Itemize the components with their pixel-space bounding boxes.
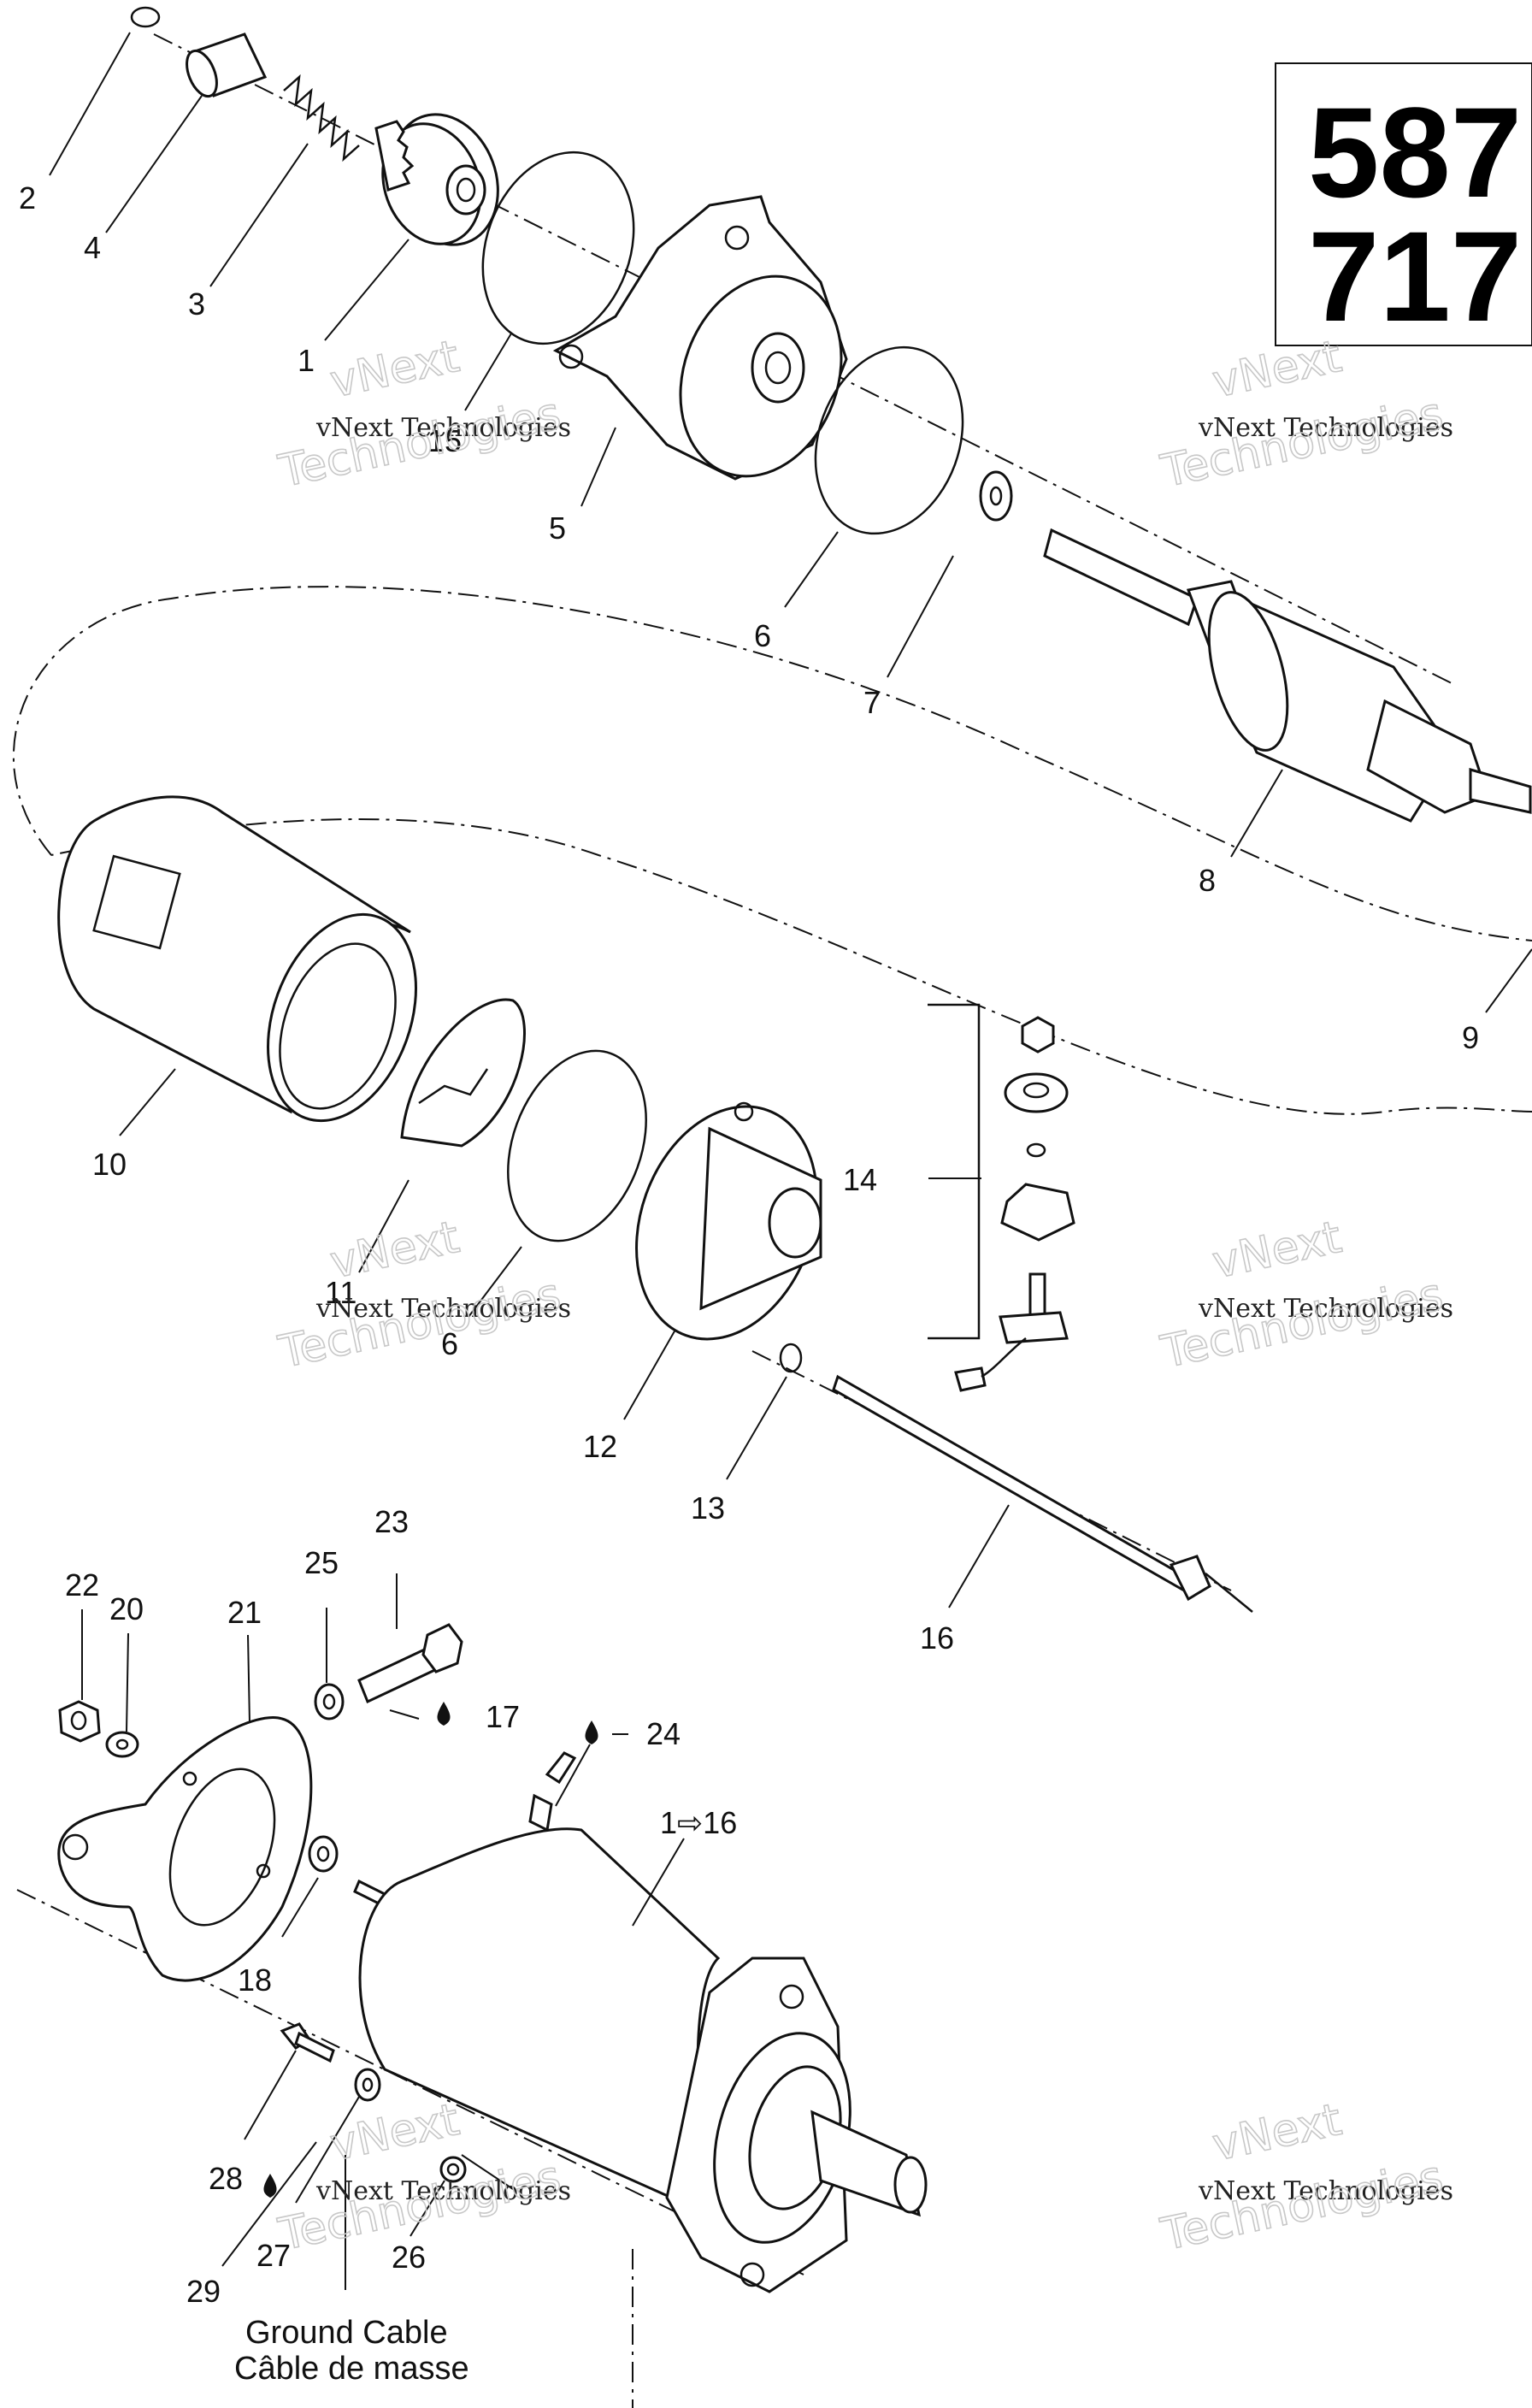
part-20-washer [105, 1731, 139, 1758]
callouts: 2 4 3 1 15 5 6 7 8 9 10 11 6 12 13 14 16… [19, 180, 1479, 2309]
part-21-bracket [57, 1716, 313, 1982]
part-27-washer [354, 2068, 381, 2102]
callout-24: 24 [646, 1716, 681, 1751]
callout-8: 8 [1199, 863, 1216, 898]
callout-20: 20 [109, 1591, 144, 1626]
watermark-1: vNext vNext Technologies Technologies [274, 330, 571, 499]
drop-icon [585, 1720, 598, 1744]
watermark-3: vNext vNext Technologies Technologies [274, 1211, 571, 1379]
callout-15: 15 [427, 423, 462, 458]
watermark-text: vNext [326, 1212, 463, 1289]
part-28-screw [280, 2022, 335, 2063]
armature-group-boundary [12, 586, 1532, 1115]
callout-21: 21 [227, 1595, 262, 1630]
leader-lines [49, 32, 1532, 2290]
engine-number-717: 717 [1308, 204, 1522, 348]
part-7-washer [979, 470, 1013, 522]
watermark-4: vNext vNext Technologies Technologies [1156, 1211, 1453, 1379]
part-6-o-ring-front [814, 345, 964, 535]
callout-29: 29 [186, 2274, 221, 2309]
callout-6-rear: 6 [441, 1326, 458, 1361]
part-26-lock-washer [439, 2156, 467, 2183]
engine-number-587: 587 [1308, 80, 1522, 224]
watermark-text: vNext [1208, 2094, 1346, 2171]
callout-3: 3 [188, 286, 205, 322]
sealant-drop-icons [263, 1702, 598, 2198]
callout-27: 27 [256, 2238, 291, 2273]
callout-10: 10 [92, 1147, 127, 1182]
callout-1: 1 [298, 343, 315, 378]
callout-assembly-range: 1⇨16 [660, 1805, 737, 1840]
watermark-text: vNext Technologies [1198, 2176, 1453, 2206]
ground-cable-caption: Ground Cable Câble de masse [234, 2315, 469, 2387]
callout-13: 13 [691, 1490, 725, 1526]
callout-12: 12 [583, 1429, 617, 1464]
callout-28: 28 [209, 2161, 243, 2196]
watermark-text: vNext [1208, 1212, 1346, 1289]
part-10-yoke [57, 795, 417, 1123]
watermark-text: vNext [1208, 331, 1346, 408]
part-3-spring [283, 74, 360, 162]
watermark-text: Technologies [274, 1269, 565, 1378]
part-12-end-cover [635, 1101, 822, 1341]
watermark-2: vNext vNext Technologies Technologies [1156, 330, 1453, 499]
part-5-drive-housing [552, 195, 848, 481]
callout-6-front: 6 [754, 618, 771, 653]
caption-english: Ground Cable [245, 2315, 448, 2351]
watermark-text: vNext Technologies [315, 2176, 571, 2206]
part-23-bolt [357, 1623, 463, 1704]
part-13-o-ring [779, 1343, 803, 1373]
drop-icon [263, 2174, 277, 2198]
part-16-through-bolt [832, 1374, 1253, 1613]
watermark-text: Technologies [1157, 2151, 1447, 2261]
callout-25: 25 [304, 1545, 339, 1580]
callout-23: 23 [374, 1504, 409, 1539]
part-2-o-ring [130, 6, 161, 28]
callout-4: 4 [84, 230, 101, 265]
engine-number-box: 587 717 [1275, 62, 1532, 348]
part-22-nut [58, 1700, 101, 1743]
callout-17: 17 [486, 1699, 520, 1734]
part-14-brush-kit [928, 1003, 1075, 1392]
callout-26: 26 [392, 2240, 426, 2275]
watermark-text: vNext [326, 331, 463, 408]
watermark-text: Technologies [1157, 1269, 1447, 1378]
starter-assembly [353, 1751, 928, 2293]
part-4-bushing [186, 32, 268, 98]
watermark-text: vNext Technologies [1198, 413, 1453, 443]
part-11-brush-plate [400, 998, 526, 1148]
callout-11: 11 [325, 1275, 356, 1310]
watermark-text: Technologies [274, 388, 565, 498]
part-18-washer [308, 1835, 339, 1873]
part-8-armature [1043, 528, 1532, 823]
watermark-text: vNext Technologies [1198, 1294, 1453, 1324]
watermark-text: vNext [326, 2094, 463, 2171]
callout-5: 5 [549, 511, 566, 546]
callout-18: 18 [238, 1962, 272, 1998]
callout-2: 2 [19, 180, 36, 215]
watermark-text: Technologies [1157, 388, 1447, 498]
part-6-o-ring-rear [507, 1049, 647, 1242]
callout-22: 22 [65, 1567, 99, 1602]
callout-16: 16 [920, 1620, 954, 1656]
callout-14: 14 [843, 1162, 877, 1197]
watermark-text: vNext Technologies [315, 1294, 571, 1324]
callout-9: 9 [1462, 1020, 1479, 1055]
part-25-washer [314, 1683, 345, 1720]
drop-icon [437, 1702, 451, 1726]
part-15-o-ring [481, 150, 635, 345]
part-1-drive-pinion [374, 113, 499, 246]
caption-french: Câble de masse [234, 2351, 469, 2387]
watermark-6: vNext vNext Technologies Technologies [1156, 2093, 1453, 2262]
callout-7: 7 [863, 685, 881, 720]
watermark-text: vNext Technologies [315, 413, 571, 443]
